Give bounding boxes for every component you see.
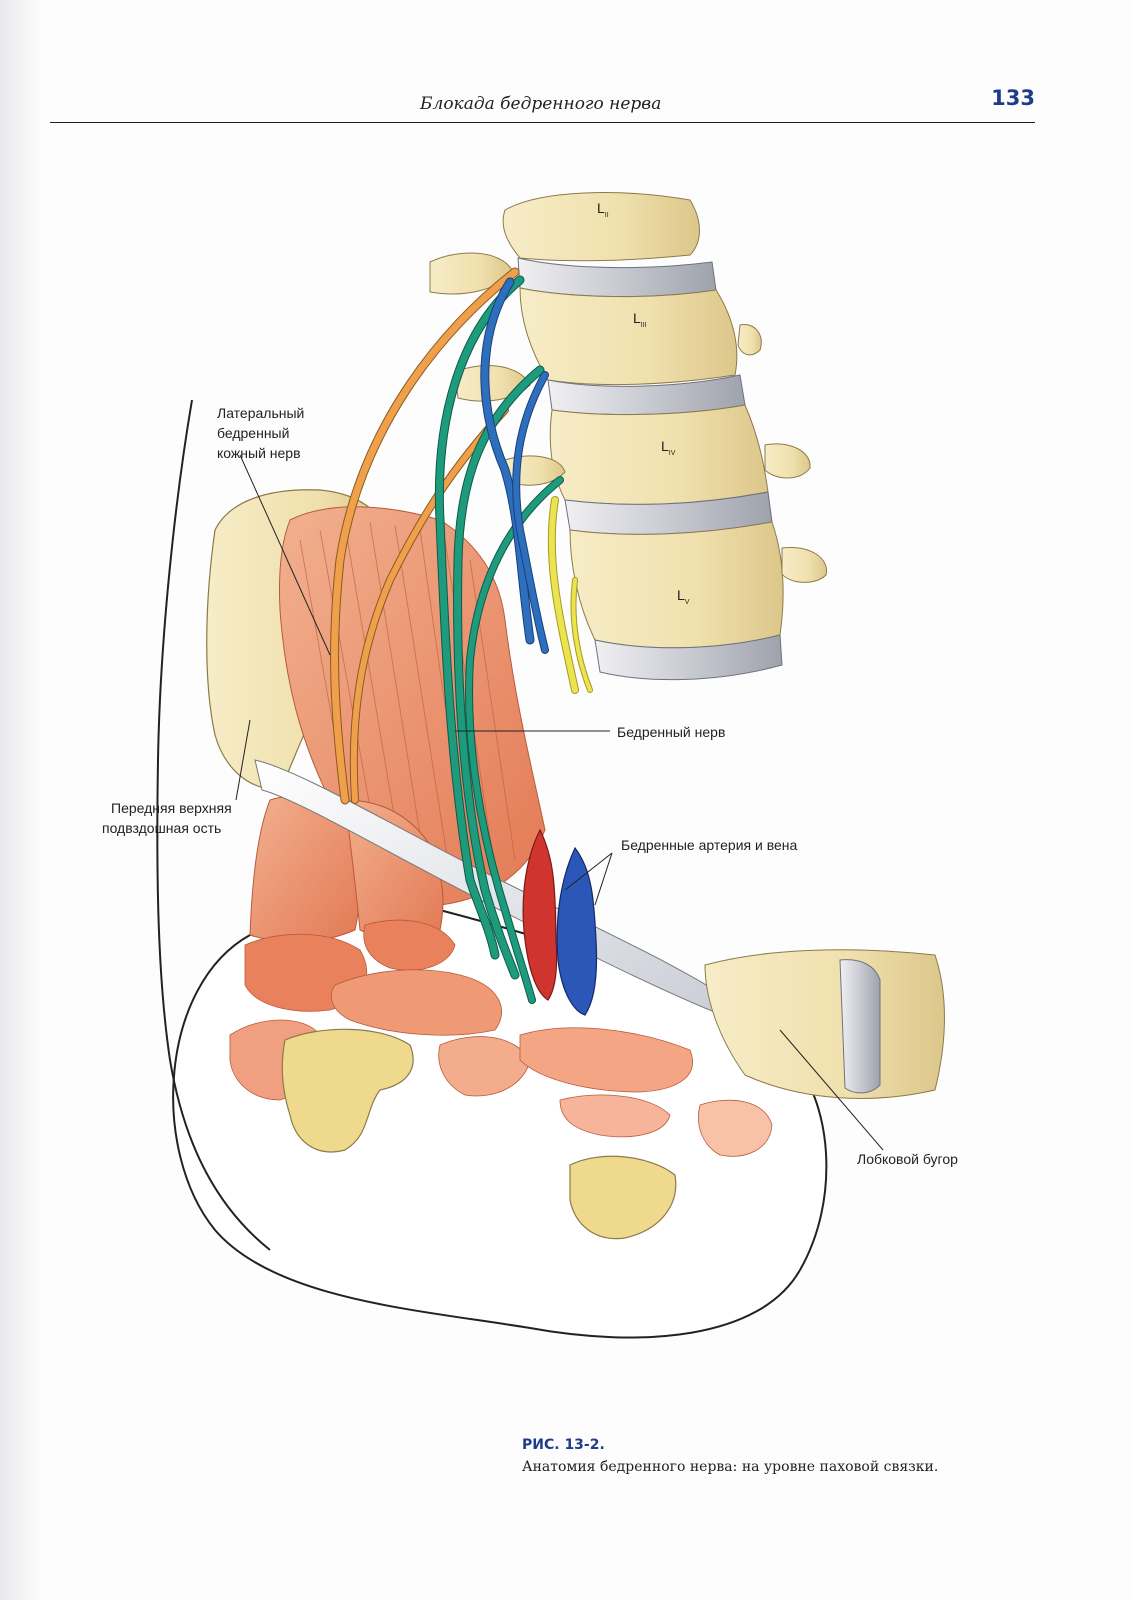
vertebra-label-l3: LIII (633, 310, 647, 329)
page-edge-shadow (0, 0, 42, 1600)
label-lateral-cutaneous-nerve: Латеральный бедренный кожный нерв (217, 403, 304, 463)
nerves (330, 267, 593, 1004)
label-line: бедренный (217, 425, 290, 441)
body-contour (156, 399, 271, 1251)
label-line: Латеральный (217, 405, 305, 421)
leader-lines (235, 454, 884, 1151)
label-pubic-tubercle: Лобковой бугор (857, 1151, 958, 1167)
label-line: кожный нерв (217, 445, 301, 461)
page-number: 133 (991, 86, 1035, 110)
vertebra-label-l2: LII (597, 200, 609, 219)
figure-number: РИС. 13-2. (522, 1437, 605, 1453)
label-femoral-vessels: Бедренные артерия и вена (621, 837, 798, 853)
running-title: Блокада бедренного нерва (420, 94, 662, 114)
vertebra-label-l4: LIV (661, 438, 676, 457)
vertebra-label-l5: LV (677, 587, 690, 606)
pubic-bone (704, 949, 945, 1099)
femoral-vein (556, 846, 598, 1016)
pubic-symphysis (839, 959, 881, 1094)
header-rule (50, 122, 1035, 123)
label-line: подвздошная ость (102, 820, 222, 836)
lumbar-spine (429, 192, 827, 681)
running-header: Блокада бедренного нерва 133 (50, 84, 1035, 126)
femur-section (281, 1028, 414, 1153)
figure-caption: Анатомия бедренного нерва: на уровне пах… (522, 1459, 939, 1475)
femoral-artery (522, 828, 558, 1001)
label-line: Передняя верхняя (111, 800, 232, 816)
second-bone-section (569, 1155, 677, 1240)
label-anterior-superior-iliac-spine: Передняя верхняя подвздошная ость (102, 798, 232, 838)
label-femoral-nerve: Бедренный нерв (617, 724, 726, 740)
